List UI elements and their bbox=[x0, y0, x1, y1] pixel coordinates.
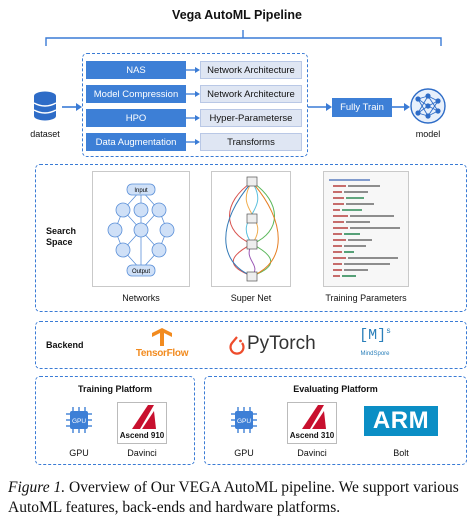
evaluating-platform-title: Evaluating Platform bbox=[293, 384, 378, 394]
training-gpu-chip-text: GPU bbox=[72, 418, 86, 425]
eval-gpu-label: GPU bbox=[234, 448, 254, 458]
pytorch-logo-icon bbox=[229, 336, 245, 355]
networks-graph: Input Output bbox=[107, 183, 175, 277]
pipeline-arrows bbox=[62, 103, 410, 111]
arm-logo: ARM bbox=[364, 406, 438, 436]
mindspore-label: MindSpore bbox=[360, 351, 390, 357]
ascend-310-image: Ascend 310 bbox=[287, 402, 337, 444]
bolt-label: Bolt bbox=[393, 448, 409, 458]
eval-gpu-chip-text: GPU bbox=[237, 418, 251, 425]
search-space-label: Search Space bbox=[46, 226, 76, 248]
ascend-310-label: Ascend 310 bbox=[289, 431, 335, 440]
net-input-node: Input bbox=[134, 188, 148, 194]
data-augmentation-box: Data Augmentation bbox=[86, 133, 186, 151]
model-compression-box: Model Compression bbox=[86, 85, 186, 103]
ascend-910-label: Ascend 910 bbox=[119, 431, 165, 440]
ascend-310-logo-icon bbox=[302, 405, 326, 429]
params-code-snippet bbox=[329, 179, 400, 277]
networks-image: Input Output bbox=[92, 171, 190, 287]
backend-label: Backend bbox=[46, 340, 84, 350]
tensorflow-label: TensorFlow bbox=[135, 348, 189, 359]
caption-figure-label: Figure 1. bbox=[8, 479, 66, 496]
caption-text: Overview of Our VEGA AutoML pipeline. We… bbox=[8, 479, 459, 516]
ascend-910-image: Ascend 910 bbox=[117, 402, 167, 444]
training-platform-title: Training Platform bbox=[77, 384, 152, 394]
data-augmentation-output-box: Transforms bbox=[200, 133, 302, 151]
title-bracket bbox=[45, 30, 442, 46]
dataset-label: dataset bbox=[30, 129, 60, 139]
nas-output-box: Network Architecture bbox=[200, 61, 302, 79]
backend-box bbox=[35, 321, 467, 369]
row-arrows bbox=[186, 67, 200, 145]
supernet-label: Super Net bbox=[230, 293, 272, 303]
search-space-box bbox=[35, 164, 467, 312]
training-parameters-label: Training Parameters bbox=[325, 293, 407, 303]
search-space-label-line2: Space bbox=[46, 237, 73, 247]
training-parameters-image bbox=[323, 171, 409, 287]
figure-caption: Figure 1. Overview of Our VEGA AutoML pi… bbox=[8, 478, 470, 518]
neural-network-icon bbox=[410, 88, 446, 124]
net-output-node: Output bbox=[132, 269, 150, 275]
automl-stages-box bbox=[82, 53, 308, 157]
pipeline-title: Vega AutoML Pipeline bbox=[172, 8, 302, 22]
networks-label: Networks bbox=[122, 293, 160, 303]
supernet-image bbox=[211, 171, 291, 287]
training-gpu-label: GPU bbox=[69, 448, 89, 458]
database-icon bbox=[33, 91, 57, 121]
supernet-graph bbox=[225, 176, 279, 282]
eval-davinci-label: Davinci bbox=[297, 448, 327, 458]
evaluating-platform-box bbox=[204, 376, 467, 465]
model-compression-output-box: Network Architecture bbox=[200, 85, 302, 103]
nas-box: NAS bbox=[86, 61, 186, 79]
ascend-logo-icon bbox=[132, 405, 156, 429]
hpo-box: HPO bbox=[86, 109, 186, 127]
pytorch-label: PyTorch bbox=[247, 333, 316, 354]
model-label: model bbox=[415, 129, 441, 139]
gpu-chip-icon: GPU bbox=[66, 407, 92, 433]
hpo-output-box: Hyper-Parameterse bbox=[200, 109, 302, 127]
training-platform-box bbox=[35, 376, 195, 465]
eval-gpu-chip-icon: GPU bbox=[231, 407, 257, 433]
mindspore-logo-icon: [M]s bbox=[359, 327, 391, 344]
tensorflow-logo-icon bbox=[152, 328, 172, 346]
training-davinci-label: Davinci bbox=[127, 448, 157, 458]
search-space-label-line1: Search bbox=[46, 226, 77, 236]
fully-train-box: Fully Train bbox=[332, 98, 392, 117]
